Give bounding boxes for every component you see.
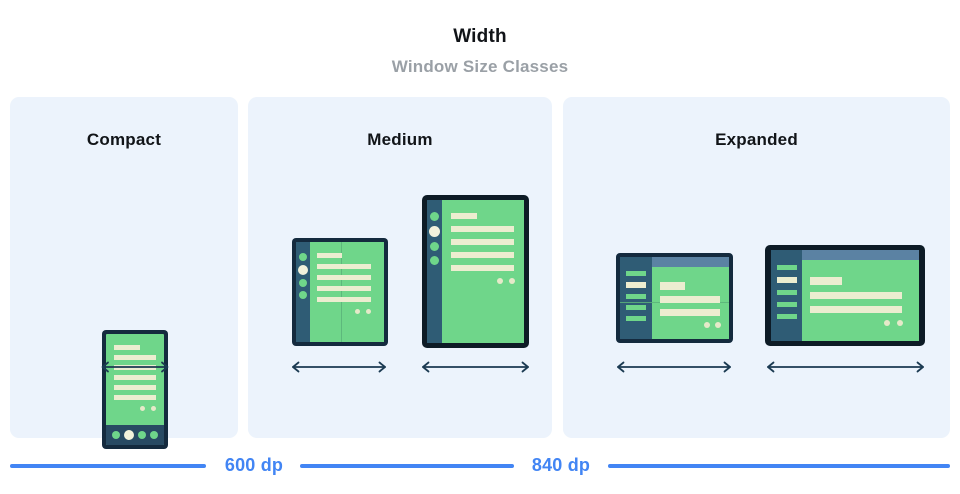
- content-line: [660, 282, 685, 290]
- breakpoint-scale: 600 dp 840 dp: [0, 455, 960, 494]
- panel-expanded: Expanded: [563, 97, 950, 438]
- nav-rail: [296, 242, 310, 342]
- content-dot: [897, 320, 903, 326]
- content-line: [114, 385, 156, 390]
- page-title: Width: [453, 26, 507, 47]
- device-tablet-landscape: [765, 245, 925, 346]
- navbar-dot: [138, 431, 146, 439]
- rail-item-active: [777, 277, 797, 283]
- device-foldable-landscape: [616, 253, 733, 343]
- rail-item: [777, 265, 797, 270]
- content-line: [114, 355, 156, 360]
- content-dot: [140, 406, 145, 411]
- rail-dot: [299, 291, 307, 299]
- content-dot: [497, 278, 503, 284]
- navbar-dot: [112, 431, 120, 439]
- content-dot: [884, 320, 890, 326]
- width-arrow-tablet-landscape: [763, 360, 928, 374]
- chart-header: Width Window Size Classes: [0, 0, 960, 92]
- content-dot: [704, 322, 710, 328]
- content-line: [660, 309, 720, 316]
- navbar-dot: [150, 431, 158, 439]
- rail-item: [626, 294, 646, 299]
- scale-rule-segment: [608, 464, 950, 468]
- phone-screen: [106, 334, 164, 445]
- breakpoint-label-840: 840 dp: [531, 455, 591, 475]
- rail-item: [777, 302, 797, 307]
- rail-dot: [430, 242, 439, 251]
- rail-item: [626, 305, 646, 310]
- width-arrow-foldable-portrait: [288, 360, 390, 374]
- nav-rail: [771, 250, 802, 341]
- rail-item-active: [626, 282, 646, 288]
- nav-rail: [620, 257, 652, 339]
- content-line: [451, 213, 477, 219]
- rail-item: [626, 271, 646, 276]
- content-line: [451, 252, 514, 258]
- content-line: [810, 277, 842, 285]
- device-tablet-portrait: [422, 195, 529, 348]
- rail-dot-active: [298, 265, 308, 275]
- content-line: [317, 253, 342, 258]
- content-line: [317, 297, 371, 302]
- panel-title-compact: Compact: [86, 130, 162, 149]
- rail-dot: [299, 279, 307, 287]
- scale-rule-segment: [300, 464, 514, 468]
- rail-dot: [299, 253, 307, 261]
- panel-title-expanded: Expanded: [715, 130, 798, 149]
- panel-title-medium: Medium: [367, 130, 433, 149]
- foldable-portrait-screen: [296, 242, 384, 342]
- content-dot: [715, 322, 721, 328]
- scale-rule-segment: [10, 464, 206, 468]
- rail-dot: [430, 212, 439, 221]
- content-line: [451, 239, 514, 245]
- content-line: [114, 375, 156, 380]
- rail-dot: [430, 256, 439, 265]
- device-phone: [102, 330, 168, 449]
- content-line: [810, 306, 902, 313]
- content-line: [317, 286, 371, 291]
- content-line: [317, 264, 371, 269]
- panel-medium: Medium: [248, 97, 552, 438]
- breakpoint-label-600: 600 dp: [224, 455, 284, 475]
- page-subtitle: Window Size Classes: [391, 57, 569, 76]
- rail-item: [777, 290, 797, 295]
- rail-item: [777, 314, 797, 319]
- nav-rail: [427, 200, 442, 343]
- width-arrow-foldable-landscape: [613, 360, 735, 374]
- rail-dot-active: [429, 226, 440, 237]
- content-line: [114, 395, 156, 400]
- size-class-panels: Compact: [10, 97, 950, 449]
- tablet-landscape-screen: [771, 250, 919, 341]
- content-line: [451, 226, 514, 232]
- width-arrow-tablet-portrait: [418, 360, 533, 374]
- width-arrow-compact: [92, 360, 178, 374]
- rail-item: [626, 316, 646, 321]
- fold-crease: [341, 242, 342, 342]
- content-line: [660, 296, 720, 303]
- phone-navbar: [106, 425, 164, 445]
- content-dot: [366, 309, 371, 314]
- content-line: [317, 275, 371, 280]
- panel-compact: Compact: [10, 97, 238, 449]
- content-dot: [509, 278, 515, 284]
- device-foldable-portrait: [292, 238, 388, 346]
- foldable-landscape-screen: [620, 257, 729, 339]
- content-dot: [151, 406, 156, 411]
- content-dot: [355, 309, 360, 314]
- app-topbar: [802, 250, 919, 260]
- navbar-dot-active: [124, 430, 134, 440]
- content-line: [451, 265, 514, 271]
- app-topbar: [652, 257, 729, 267]
- content-line: [114, 345, 140, 350]
- content-line: [810, 292, 902, 299]
- tablet-portrait-screen: [427, 200, 524, 343]
